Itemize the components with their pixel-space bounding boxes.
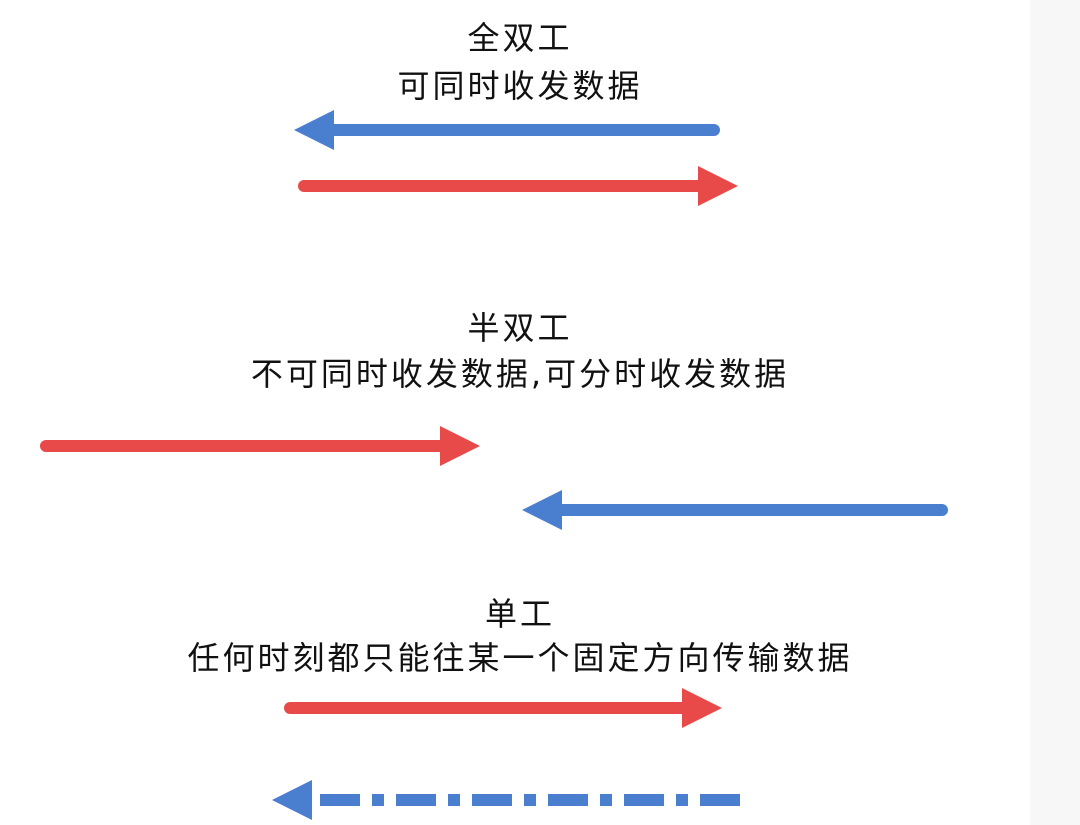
half-duplex-blue-arrow-left xyxy=(522,490,948,530)
full-duplex-blue-arrow-left xyxy=(294,110,720,150)
simplex-red-arrow-right xyxy=(284,688,722,728)
right-margin-strip xyxy=(1030,0,1080,825)
simplex-title: 单工 xyxy=(484,595,555,633)
full-duplex-description: 可同时收发数据 xyxy=(397,67,643,105)
half-duplex-description: 不可同时收发数据,可分时收发数据 xyxy=(250,355,790,393)
simplex-blue-dashed-arrow-left xyxy=(272,780,740,820)
simplex-description: 任何时刻都只能往某一个固定方向传输数据 xyxy=(187,639,853,677)
full-duplex-red-arrow-right xyxy=(298,166,738,206)
half-duplex-title: 半双工 xyxy=(467,309,573,347)
half-duplex-red-arrow-right xyxy=(40,426,480,466)
full-duplex-title: 全双工 xyxy=(467,19,573,57)
